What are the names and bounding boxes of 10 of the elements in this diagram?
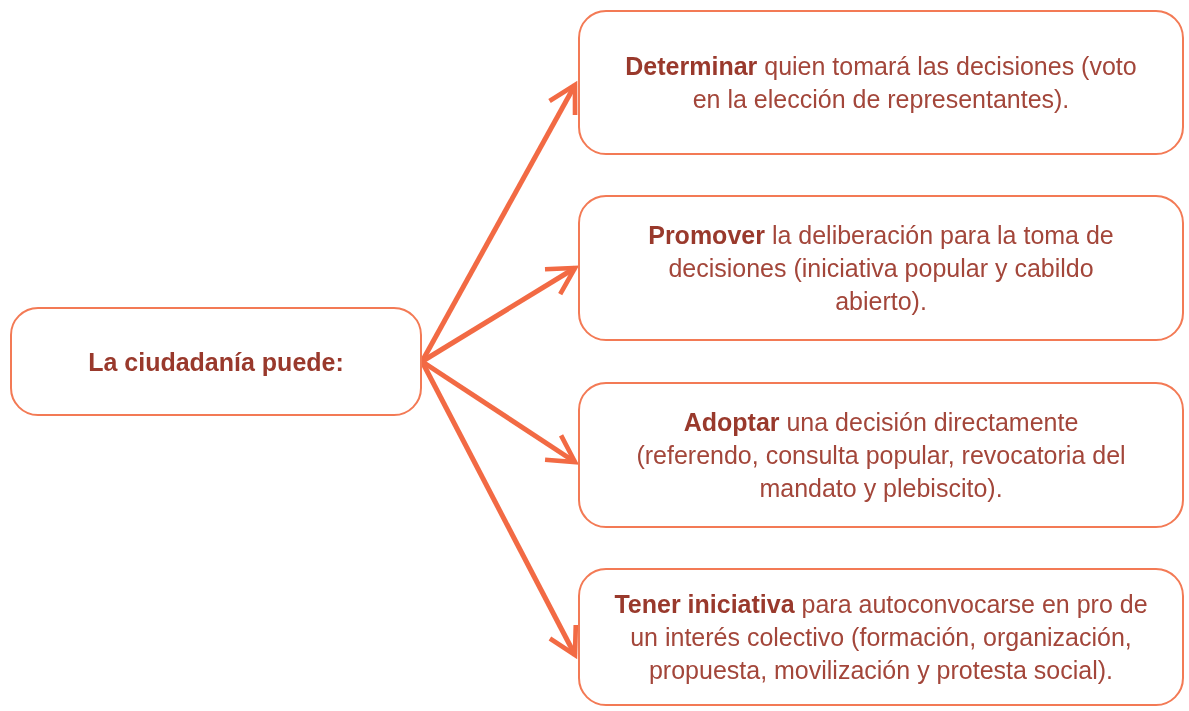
rounded-box — [578, 10, 1184, 155]
description-text: Determinar quien tomará las decisiones (voto en la elección de representantes). — [624, 50, 1138, 115]
rounded-box — [578, 195, 1184, 341]
description-text: Promover la deliberación para la toma de decisiones (iniciativa popular y cabildo abierto). — [647, 219, 1115, 317]
rounded-box — [10, 307, 422, 416]
rounded-box — [578, 568, 1184, 706]
description-text: Adoptar una decisión directamente (referendo, consulta popular, revocatoria del mandato y plebiscito). — [635, 406, 1127, 504]
description-text: Tener iniciativa para autoconvocarse en pro de un interés colectivo (formación, organización, propuesta, movilización y protesta social). — [613, 588, 1149, 686]
rounded-box — [578, 382, 1184, 528]
heading-text: La ciudadanía puede: — [88, 346, 344, 378]
